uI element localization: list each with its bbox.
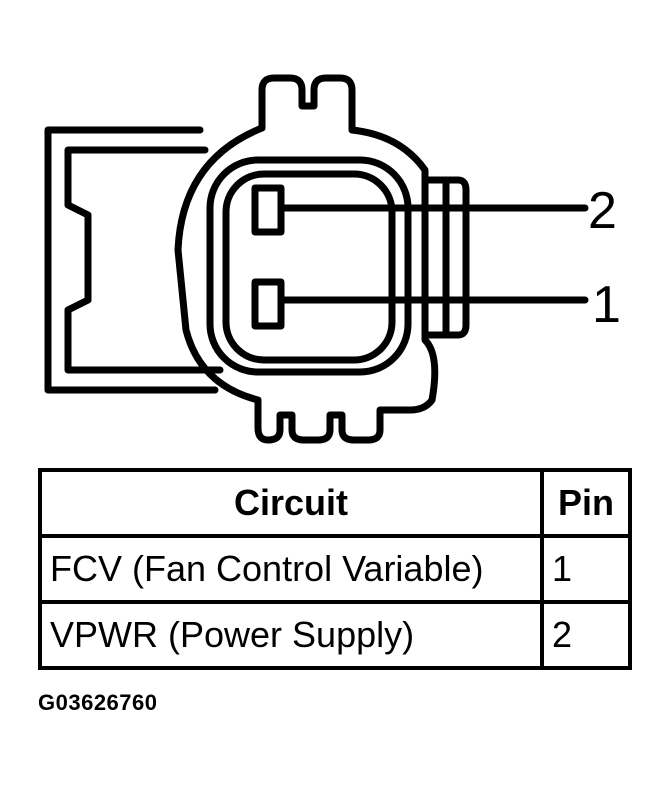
cell-circuit: FCV (Fan Control Variable) [38, 534, 544, 604]
table-row: VPWR (Power Supply) 2 [38, 600, 632, 670]
header-circuit: Circuit [38, 468, 544, 538]
cell-pin: 2 [540, 600, 632, 670]
figure-code: G03626760 [38, 690, 158, 715]
mating-face-inner [222, 170, 396, 364]
connector-diagram: 2 1 [44, 74, 621, 444]
terminal-pin-2 [251, 184, 285, 236]
connector-housing-inner [64, 146, 224, 374]
mating-face-outer [206, 156, 412, 376]
table-header-row: Circuit Pin [38, 468, 632, 538]
pin-label-1: 1 [592, 276, 621, 334]
table-row: FCV (Fan Control Variable) 1 [38, 534, 632, 604]
connector-collar [424, 176, 470, 339]
pinout-table: Circuit Pin FCV (Fan Control Variable) 1… [38, 468, 632, 670]
cell-pin: 1 [540, 534, 632, 604]
connector-body-outer [174, 74, 439, 444]
terminal-pin-1 [251, 278, 285, 330]
header-pin: Pin [540, 468, 632, 538]
cell-circuit: VPWR (Power Supply) [38, 600, 544, 670]
pin-label-2: 2 [588, 182, 617, 240]
connector-housing-rear [44, 126, 219, 394]
